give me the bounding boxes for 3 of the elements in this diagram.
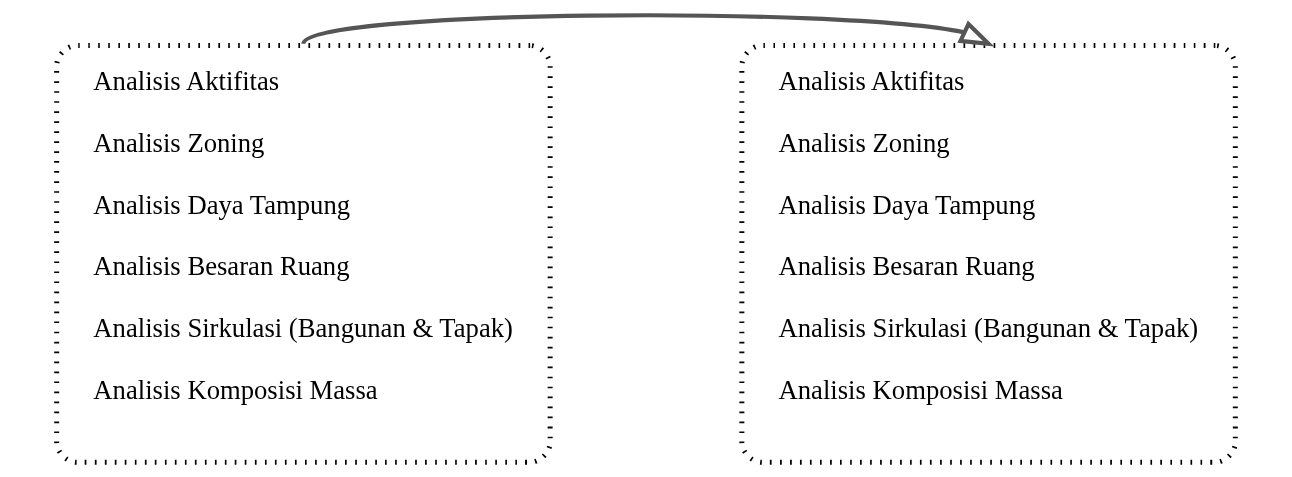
node-box: Analisis Aktifitas Analisis Zoning Analisis Daya Tampung Analisis Besaran Ruang Analisis Sirkulasi (Bangunan & Tapak) Analisis Komposisi Massa — [739, 43, 1238, 465]
arrow — [302, 13, 995, 47]
node-box: Analisis Aktifitas Analisis Zoning Analisis Daya Tampung Analisis Besaran Ruang Analisis Sirkulasi (Bangunan & Tapak) Analisis Komposisi Massa — [54, 43, 553, 465]
